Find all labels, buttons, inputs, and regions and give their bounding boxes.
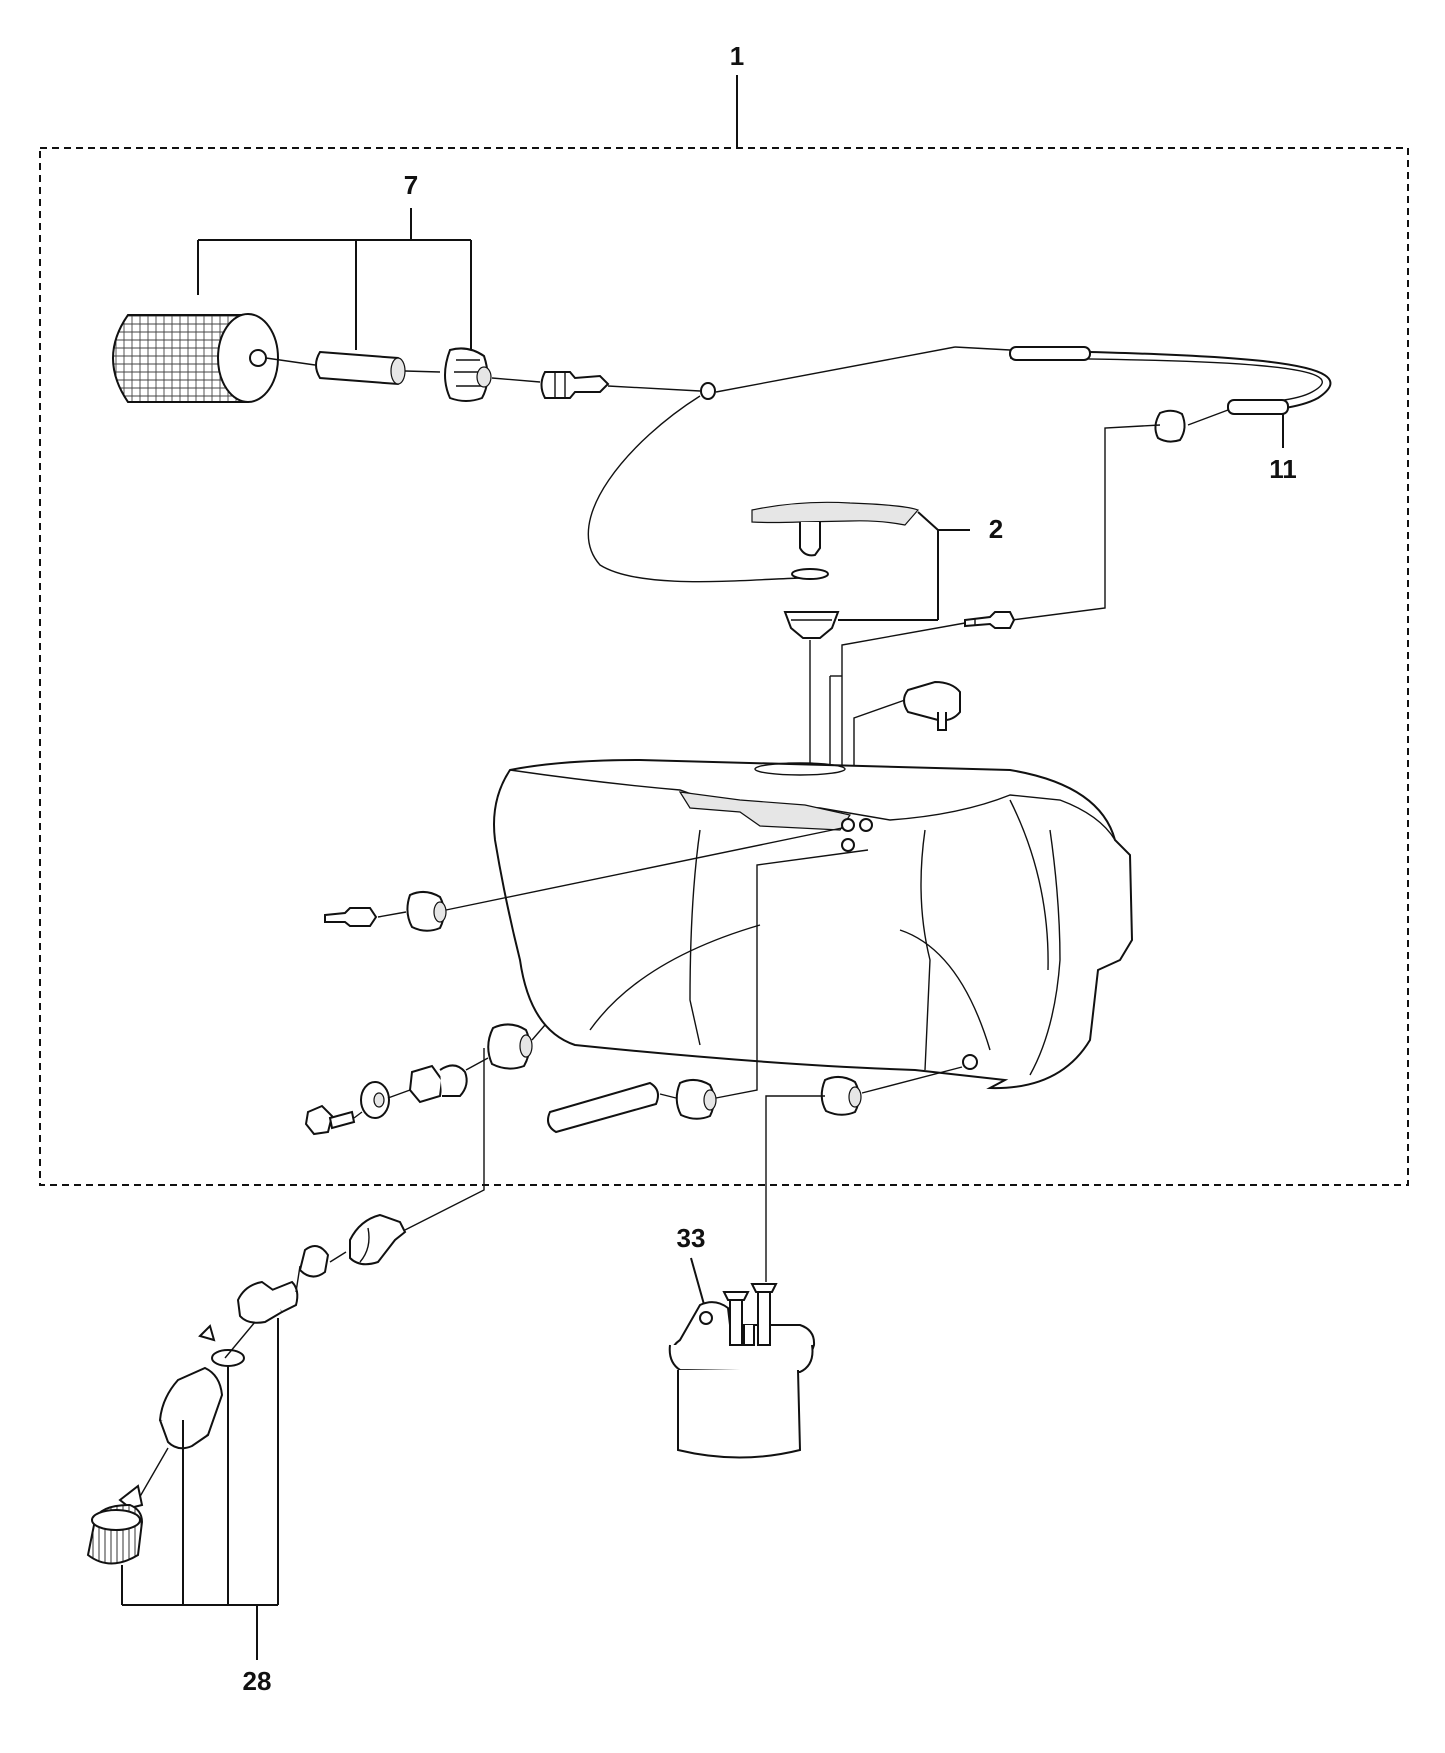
fuel-tube-long [547,1081,659,1134]
hex-fitting [408,1064,468,1104]
callout-7-label: 7 [404,170,418,200]
callout-1-label: 1 [730,41,744,71]
barbed-fitting-left [324,907,378,927]
callout-7-bracket [197,208,472,352]
filler-neck [158,1366,224,1450]
callout-28-bracket [121,1318,279,1660]
cable-tie [198,1324,245,1367]
grommet-11 [1154,409,1186,443]
kit-boundary [39,147,1409,1186]
fuel-pump [668,1283,816,1459]
grommet-right [820,1076,862,1116]
elbow-fitting [236,1280,299,1324]
filter-line [265,357,316,366]
callout-28-label: 28 [243,1666,272,1696]
inlet-connector [349,1213,407,1266]
tank-cap [751,501,920,639]
callout-33-label: 33 [677,1223,706,1253]
grommet-mid [675,1079,717,1120]
callout-2-bracket [838,511,970,621]
barbed-connector [540,371,610,399]
grommet-left [406,891,447,932]
vent-line [1011,424,1161,621]
fuel-filter [112,313,279,403]
fuel-hose [700,346,1332,415]
fuel-tank [493,758,1134,1090]
filler-cap [86,1484,144,1565]
callout-2-label: 2 [989,514,1003,544]
vent-valve [964,611,1016,629]
clip [298,1245,330,1278]
callout-11-label: 11 [1269,454,1297,484]
screw [304,1104,356,1136]
washer [360,1081,390,1119]
fuel-tube-short [315,350,406,386]
callout-33-leader [690,1257,706,1309]
vent-elbow [903,680,961,731]
grommet-lower [487,1023,533,1070]
pickup-line [587,395,801,583]
grommet-7 [444,347,492,402]
